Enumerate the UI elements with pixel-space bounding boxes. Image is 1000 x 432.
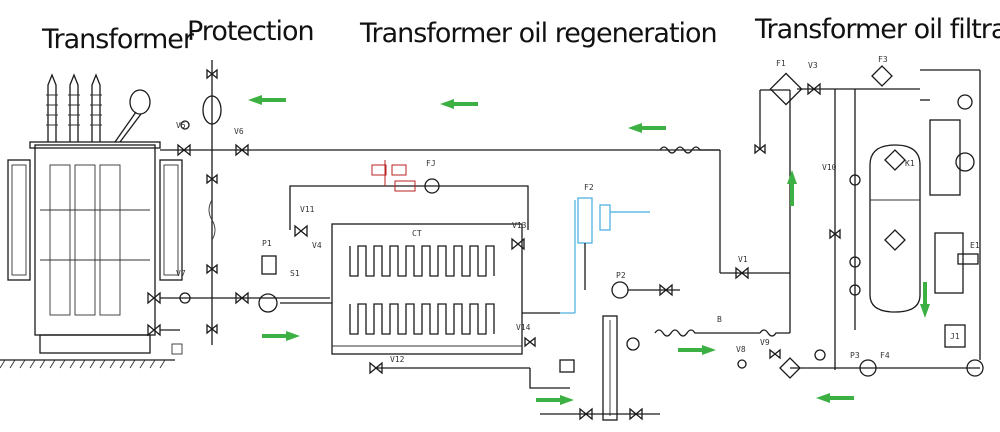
heating-coils — [349, 245, 495, 335]
label-v7: V7 — [176, 269, 186, 278]
gas-relay-icon — [202, 95, 222, 125]
label-v11: V11 — [300, 205, 315, 214]
transformer-unit — [0, 73, 183, 369]
valve-v12-icon[interactable] — [369, 361, 383, 375]
valve-icon[interactable] — [177, 143, 191, 157]
protection-section — [147, 60, 720, 355]
flow-arrow-right — [536, 395, 574, 405]
label-f4: F4 — [880, 351, 890, 360]
valve-v11-icon[interactable] — [294, 224, 308, 238]
title-filtration: Transformer oil filtration — [754, 14, 1000, 45]
label-b: B — [717, 315, 722, 324]
title-protection: Protection — [187, 16, 314, 47]
title-regeneration: Transformer oil regeneration — [359, 18, 717, 49]
condenser-icon — [944, 324, 966, 348]
label-p1: P1 — [262, 239, 272, 248]
valve-icon[interactable] — [659, 283, 673, 297]
label-v5: V5 — [176, 121, 186, 130]
flow-arrow-right — [262, 331, 300, 341]
valve-icon[interactable] — [807, 82, 821, 96]
label-j1: J1 — [950, 332, 960, 341]
valve-v13-icon[interactable] — [511, 237, 525, 251]
label-v8: V8 — [736, 345, 746, 354]
label-f2: F2 — [584, 183, 594, 192]
flow-arrow-left — [816, 393, 854, 403]
label-v12: V12 — [390, 355, 405, 364]
pump-p3-icon — [859, 359, 877, 377]
regeneration-tank — [331, 223, 523, 355]
label-v13: V13 — [512, 221, 527, 230]
label-v14: V14 — [516, 323, 531, 332]
regeneration-section: P1 S1 CT V11 V13 FJ V12 V1 — [258, 159, 560, 375]
flow-arrows — [248, 95, 930, 405]
label-v1: V1 — [738, 255, 748, 264]
cyan-branch: F2 P2 — [560, 183, 680, 314]
valve-icon[interactable] — [629, 407, 643, 421]
vacuum-pump-icon — [955, 152, 975, 172]
flow-arrow-left — [440, 99, 478, 109]
valve-icon[interactable] — [235, 291, 249, 305]
valve-icon[interactable] — [754, 143, 766, 155]
valve-icon[interactable] — [147, 291, 161, 305]
filter-f2-icon — [577, 197, 593, 244]
flow-meter-column — [529, 315, 660, 421]
flow-arrow-right — [678, 345, 716, 355]
vacuum-unit: FJ — [371, 159, 440, 194]
vacuum-tank-icon — [869, 144, 921, 313]
flow-arrow-up — [787, 170, 797, 206]
label-f1: F1 — [776, 59, 786, 68]
heater-s1-icon — [261, 255, 277, 275]
label-p2: P2 — [616, 271, 626, 280]
valve-icon[interactable] — [235, 143, 249, 157]
pressure-gauge-icon — [180, 120, 190, 130]
fan-fj-icon — [424, 178, 440, 194]
connecting-pipes: V1 B — [654, 89, 791, 337]
valve-v1-icon[interactable] — [735, 266, 749, 280]
label-k1: K1 — [905, 159, 915, 168]
title-transformer: Transformer — [41, 24, 195, 55]
valve-icon[interactable] — [579, 407, 593, 421]
flow-arrow-left — [628, 123, 666, 133]
flow-arrow-left — [248, 95, 286, 105]
label-ct: CT — [412, 229, 422, 238]
label-v10: V10 — [822, 163, 837, 172]
pump-p1-icon — [258, 293, 278, 313]
label-v4: V4 — [312, 241, 322, 250]
bushing-icons — [46, 73, 102, 142]
label-f3: F3 — [878, 55, 888, 64]
label-fj: FJ — [426, 159, 436, 168]
label-s1: S1 — [290, 269, 300, 278]
pressure-gauge-icon — [179, 292, 191, 304]
label-v6: V6 — [234, 127, 244, 136]
label-e1: E1 — [970, 241, 980, 250]
label-v9: V9 — [760, 338, 770, 347]
flow-arrow-down — [920, 282, 930, 318]
label-v3: V3 — [808, 61, 818, 70]
valve-icon[interactable] — [147, 323, 161, 337]
filter-f1-icon — [769, 72, 803, 106]
pump-p2-icon — [611, 281, 629, 299]
filtration-section: F1 V3 K1 F3 E1 J1 P3 — [736, 55, 984, 379]
label-p3: P3 — [850, 351, 860, 360]
